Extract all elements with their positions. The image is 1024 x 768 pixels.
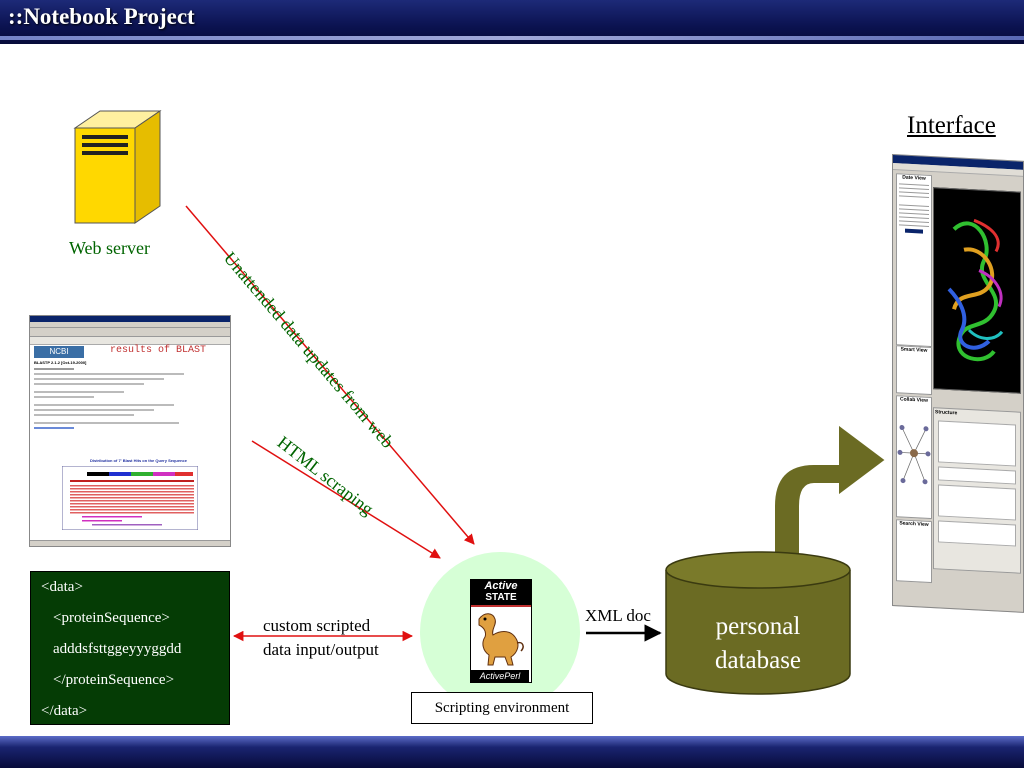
- activeperl-label: ActivePerl: [471, 670, 529, 682]
- footer-bar: [0, 736, 1024, 768]
- blast-distribution-title: Distribution of 7' Blast Hits on the Que…: [90, 458, 187, 463]
- blast-results-screenshot: NCBI results of BLAST BLASTP 2.1.2 [Oct-…: [29, 315, 231, 547]
- html-scraping-arrow: [251, 440, 441, 559]
- activestate-line2: STATE: [471, 593, 531, 607]
- structure-panel-title: Structure: [935, 409, 958, 417]
- protein-structure-view: [933, 187, 1021, 394]
- collab-network-graphic: [897, 425, 931, 485]
- ncbi-logo: NCBI: [34, 346, 84, 358]
- notebook-app-screenshot: Date View Smart View Collab View Sea: [892, 154, 1024, 613]
- blast-version: BLASTP 2.1.2 [Oct-19-2000]: [34, 360, 87, 365]
- date-view-title: Date View: [902, 174, 926, 182]
- web-server-label: Web server: [69, 238, 151, 258]
- database-line: database: [714, 647, 802, 674]
- search-view-title: Search View: [899, 520, 929, 528]
- title-bar-shine: [0, 36, 1024, 40]
- db-to-interface-arrow: [773, 422, 888, 563]
- xml-line: <proteinSequence>: [53, 610, 170, 626]
- blast-heading: results of BLAST: [110, 345, 207, 356]
- smart-view-title: Smart View: [900, 346, 928, 354]
- xml-data-box: <data> <proteinSequence> adddsfsttggeyyy…: [30, 571, 230, 725]
- scripting-env-label: Scripting environment: [411, 692, 593, 724]
- personal-database-cylinder: [665, 551, 851, 695]
- custom-scripted-line: custom scripted: [263, 616, 371, 635]
- database-line: personal: [715, 613, 801, 640]
- server-icon: [73, 110, 162, 224]
- custom-scripted-label: custom scripted data input/output: [263, 614, 379, 662]
- xml-doc-label: XML doc: [585, 606, 651, 625]
- activestate-line1: Active: [471, 580, 531, 593]
- interface-label: Interface: [907, 112, 996, 139]
- personal-database-label: personal database: [666, 610, 850, 678]
- xml-line: </proteinSequence>: [53, 672, 175, 688]
- xml-line: </data>: [41, 703, 88, 719]
- title-bar: ::Notebook Project: [0, 0, 1024, 44]
- camel-icon: [478, 613, 524, 666]
- page-title: ::Notebook Project: [8, 4, 195, 29]
- blast-hits-graphic: [62, 466, 198, 530]
- xml-line: adddsfsttggeyyyggdd: [53, 641, 182, 657]
- protein-structure-image: [947, 218, 1004, 362]
- activestate-logo: Active STATE ActivePerl: [470, 579, 532, 683]
- unattended-arrow: [185, 205, 475, 545]
- custom-scripted-line: data input/output: [263, 640, 379, 659]
- xml-line: <data>: [41, 579, 83, 595]
